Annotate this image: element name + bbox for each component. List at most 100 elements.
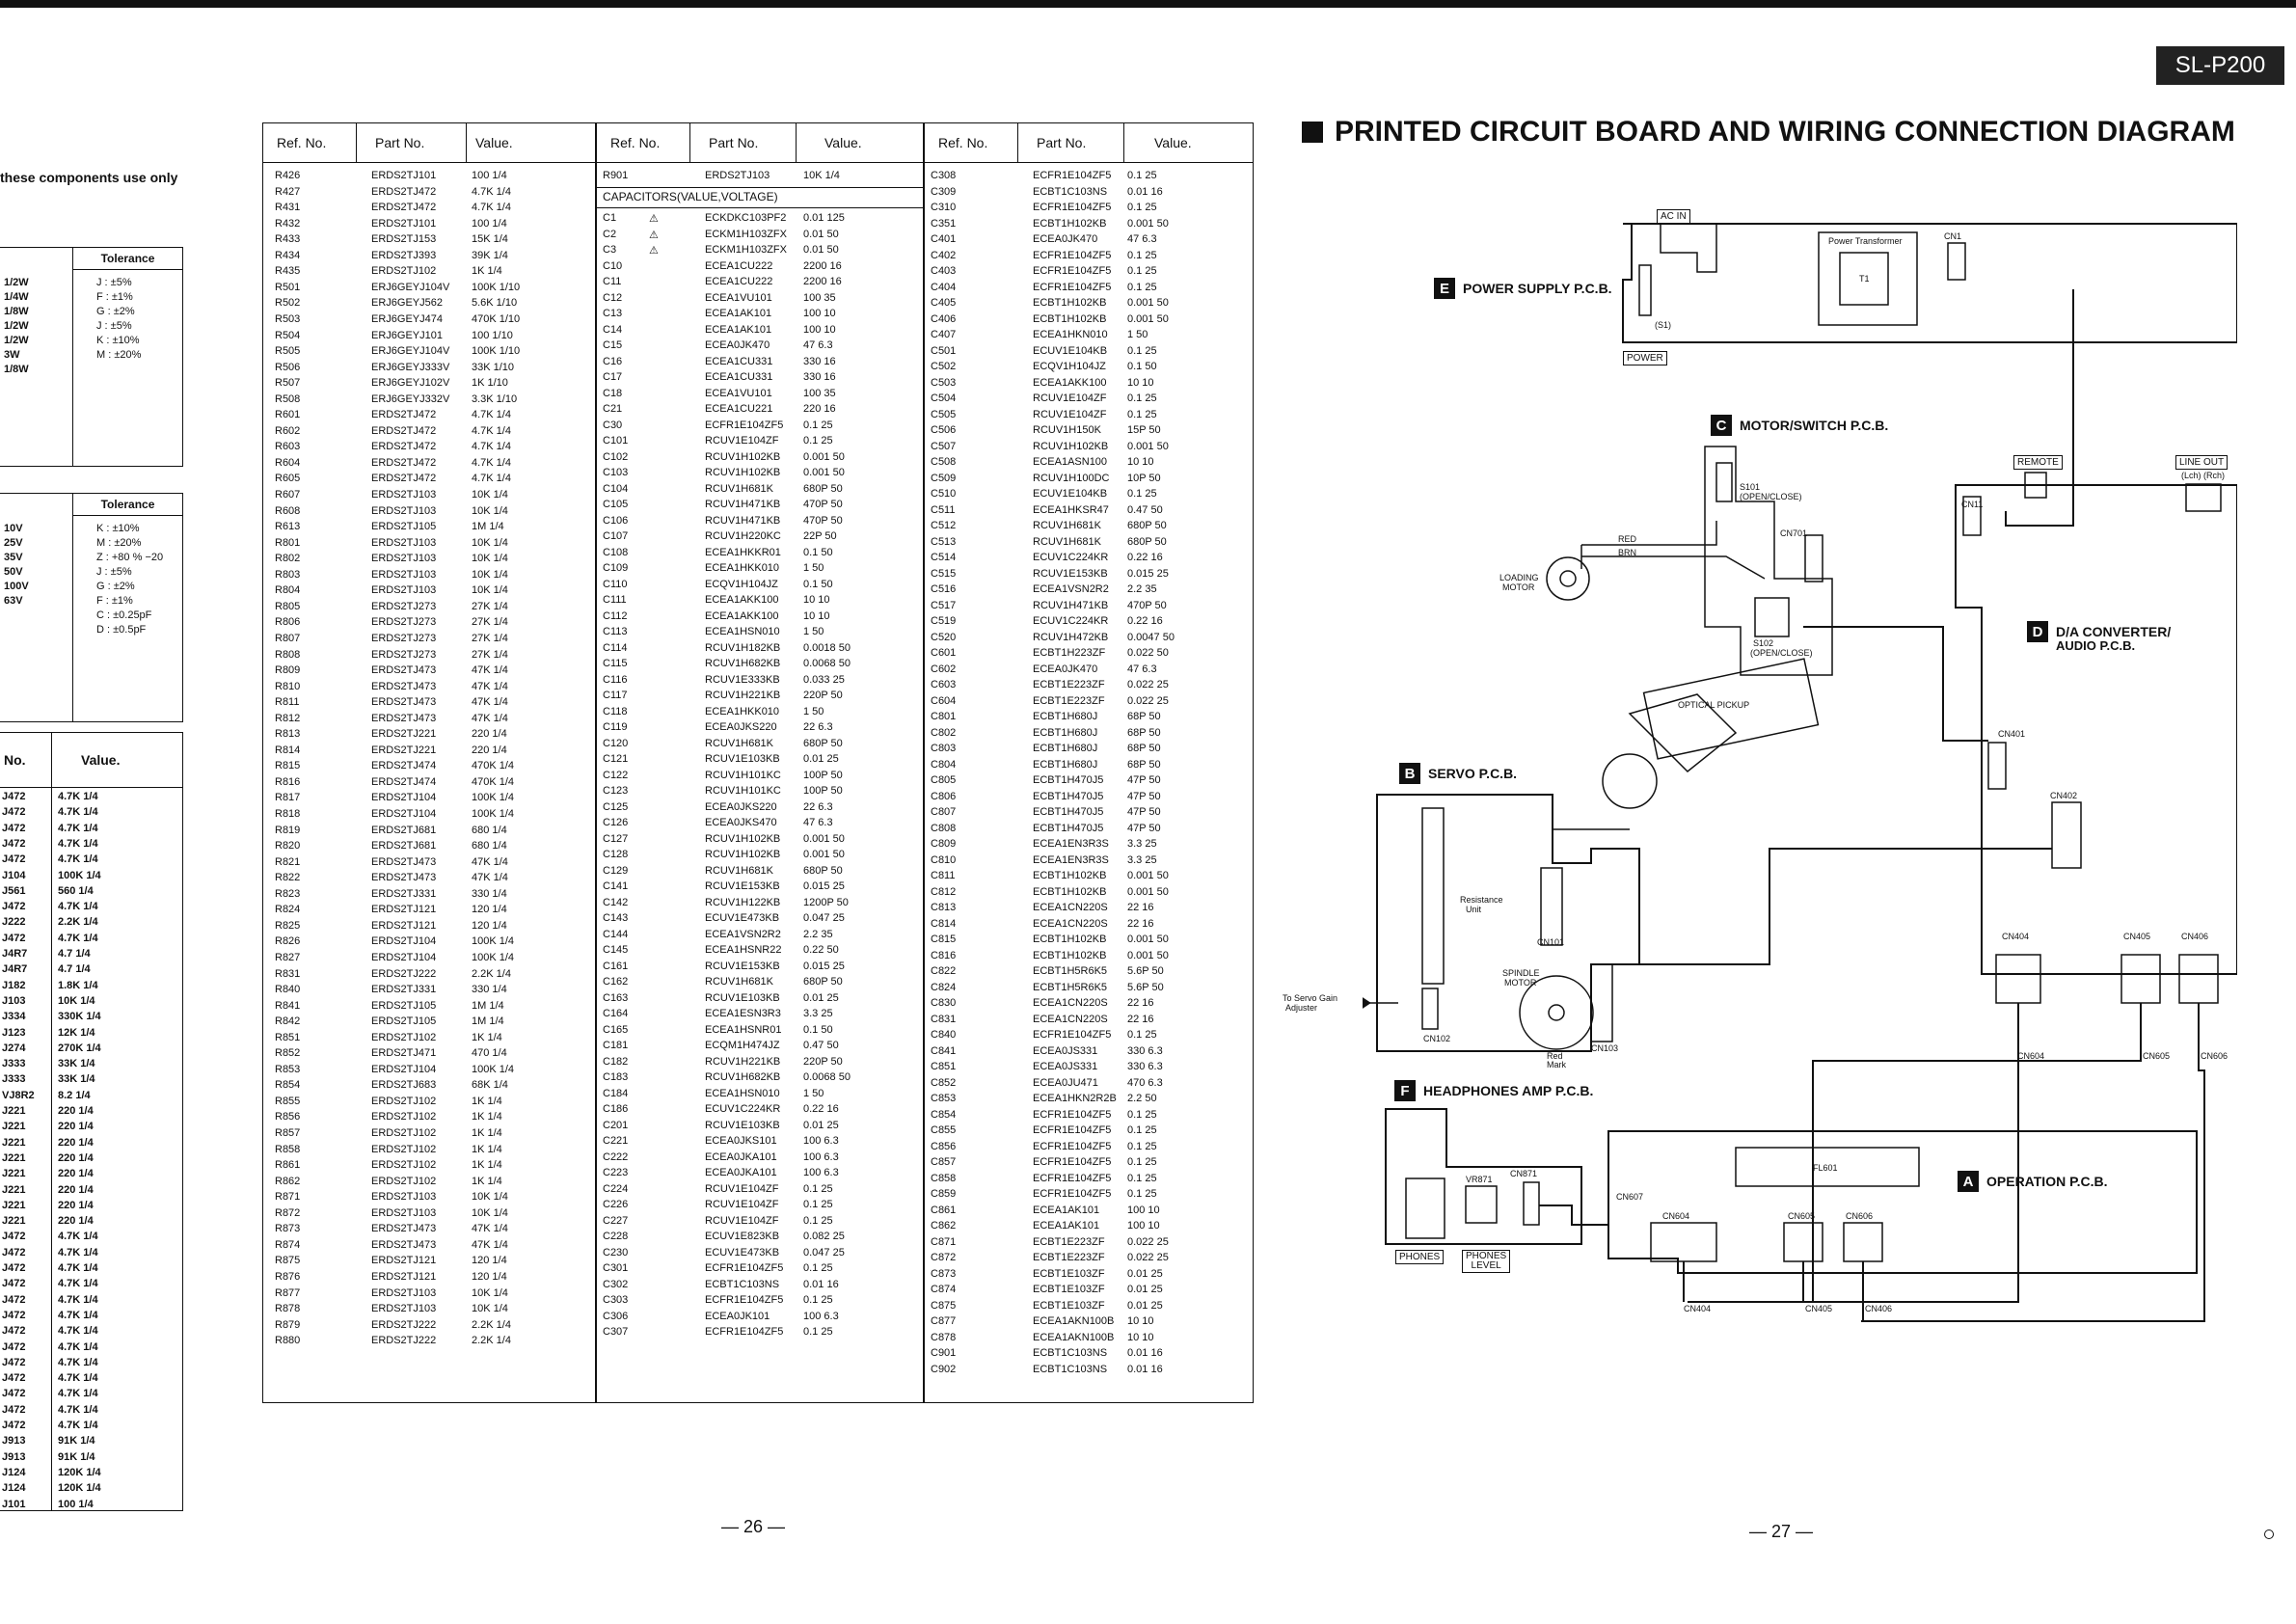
- cn604-label: CN604: [1662, 1211, 1690, 1221]
- value-cell: 100 10: [803, 323, 836, 336]
- ref-cell: C121: [603, 753, 629, 765]
- part-cell: RCUV1E104ZF: [1033, 392, 1107, 404]
- part-cell: ECBT1H102KB: [1033, 934, 1107, 945]
- value-cell: 0.1 25: [1127, 1029, 1157, 1041]
- value-cell: 120 1/4: [472, 919, 507, 932]
- ref-cell: C824: [931, 981, 957, 993]
- value-cell: 680P 50: [1127, 520, 1167, 531]
- ref-cell: C901: [931, 1347, 957, 1359]
- part-cell: ECKM1H103ZFX: [705, 228, 787, 240]
- ref-cell: C519: [931, 615, 957, 627]
- ref-cell: C101: [603, 435, 629, 447]
- part-cell: ERDS2TJ472: [371, 185, 437, 198]
- part-cell: ECFR1E104ZF5: [1033, 1140, 1112, 1152]
- value-cell: 0.1 25: [1127, 1140, 1157, 1152]
- part-cell: ECEA0JK470: [705, 339, 770, 351]
- ref-cell: C406: [931, 312, 957, 325]
- value-cell: 91K 1/4: [58, 1435, 95, 1448]
- ref-cell: C854: [931, 1108, 957, 1121]
- value-cell: 100 10: [1127, 1204, 1160, 1216]
- part-cell: RCUV1E104ZF: [705, 1182, 779, 1195]
- page-number-26: — 26 —: [721, 1517, 786, 1536]
- part-cell: ECBT1H470J5: [1033, 790, 1104, 802]
- wattage-label: 1/4W: [4, 291, 29, 303]
- value-cell: 22 6.3: [803, 800, 833, 813]
- part-cell: RCUV1H682KB: [705, 658, 781, 669]
- value-cell: 1 50: [803, 705, 824, 717]
- value-cell: 0.022 25: [1127, 679, 1169, 690]
- power-label: POWER: [1623, 351, 1667, 365]
- part-cell: RCUV1E104ZF: [1033, 408, 1107, 420]
- ref-cell: J472: [2, 1388, 26, 1400]
- part-cell: ECEA1AKN100B: [1033, 1315, 1115, 1327]
- part-cell: ECUV1E823KB: [705, 1231, 780, 1242]
- cn405-wire-label-bottom: CN405: [1805, 1304, 1833, 1313]
- s102-sub-label: (OPEN/CLOSE): [1750, 648, 1813, 658]
- value-cell: 3.3K 1/10: [472, 392, 518, 405]
- ref-cell: J274: [2, 1042, 26, 1054]
- part-cell: ECEA1CU331: [705, 371, 773, 383]
- value-cell: 1K 1/4: [472, 1111, 502, 1123]
- value-cell: 0.001 50: [1127, 949, 1169, 961]
- pt1-header-value: Value.: [475, 135, 513, 150]
- part-cell: ERDS2TJ101: [371, 170, 437, 181]
- part-cell: ECEA1CN220S: [1033, 997, 1108, 1009]
- ref-cell: C805: [931, 774, 957, 786]
- power-transformer-label: Power Transformer: [1828, 236, 1903, 246]
- ref-cell: R810: [275, 680, 301, 692]
- ref-cell: R803: [275, 568, 301, 581]
- part-cell: ERDS2TJ473: [371, 1238, 437, 1251]
- part-cell: ERDS2TJ104: [371, 808, 437, 820]
- part-cell: ERDS2TJ472: [371, 424, 437, 437]
- ref-cell: R862: [275, 1175, 301, 1187]
- part-cell: ECFR1E104ZF5: [1033, 265, 1112, 277]
- fragment-header-no: No.: [4, 752, 26, 768]
- ref-cell: J472: [2, 1403, 26, 1416]
- ref-cell: C503: [931, 376, 957, 389]
- cn606-wire-label: CN606: [2201, 1051, 2228, 1061]
- wattage-label: 1/8W: [4, 364, 29, 375]
- value-cell: 220P 50: [803, 690, 843, 701]
- ref-cell: J333: [2, 1058, 26, 1070]
- value-cell: 1200P 50: [803, 896, 849, 908]
- ref-cell: R507: [275, 377, 301, 390]
- ref-cell: C803: [931, 743, 957, 754]
- pt3-header-value: Value.: [1154, 135, 1192, 150]
- ref-cell: C403: [931, 265, 957, 277]
- part-cell: ERDS2TJ473: [371, 712, 437, 724]
- cn406-wire-label-bottom: CN406: [1865, 1304, 1893, 1313]
- ref-cell: J221: [2, 1215, 26, 1228]
- value-cell: 330K 1/4: [58, 1011, 101, 1023]
- ref-cell: C806: [931, 790, 957, 802]
- tolerance-label: F : ±1%: [96, 595, 133, 607]
- diagram-title-text: PRINTED CIRCUIT BOARD AND WIRING CONNECT…: [1335, 116, 2235, 148]
- value-cell: 100K 1/4: [472, 1063, 515, 1075]
- ref-cell: C802: [931, 726, 957, 739]
- ref-cell: C822: [931, 965, 957, 977]
